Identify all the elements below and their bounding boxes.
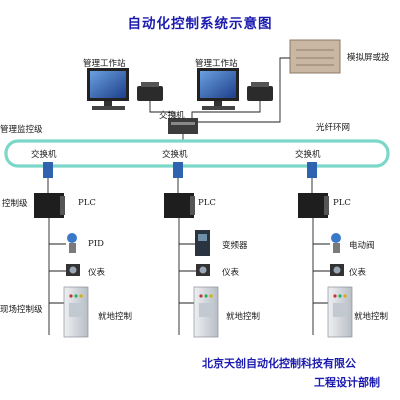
control-columns — [34, 162, 353, 338]
core-switch-icon — [168, 118, 198, 134]
page-title: 自动化控制系统示意图 — [127, 16, 273, 32]
plc-2-module — [190, 196, 195, 215]
meter-3-label: 仪表 — [349, 268, 367, 278]
cabinet-2-lamp-red — [199, 294, 203, 298]
electric-valve-body — [333, 243, 340, 253]
switch-3-label: 交换机 — [295, 150, 321, 160]
plc-3-label: PLC — [333, 198, 351, 208]
department-name: 工程设计部制 — [314, 376, 380, 389]
cabinet-3-lamp-red — [333, 294, 337, 298]
cabinet-2-lamp-green — [204, 294, 208, 298]
simulation-panel-icon — [289, 39, 341, 74]
pid-valve-icon — [67, 233, 77, 243]
fiber-ring — [4, 139, 390, 168]
switch-1-icon — [43, 162, 53, 178]
plc-3-module — [324, 196, 329, 215]
cabinet-1-lamp-yellow — [79, 294, 83, 298]
meter-3-dial — [333, 266, 341, 274]
fiber-ring-label: 光纤环网 — [316, 123, 351, 133]
switch-2-icon — [173, 162, 183, 178]
workstation-2-label: 管理工作站 — [195, 59, 238, 69]
switch-2-label: 交换机 — [162, 150, 188, 160]
cabinet-2-panel — [199, 303, 213, 317]
printer-2-icon — [247, 82, 273, 101]
switch-1-label: 交换机 — [31, 150, 57, 160]
meter-2-label: 仪表 — [222, 268, 240, 278]
company-name: 北京天创自动化控制科技有限公 — [202, 357, 356, 370]
control-level-label: 控制级 — [2, 199, 28, 209]
cabinet-1-lamp-red — [69, 294, 73, 298]
workstation-1-icon — [87, 68, 129, 110]
device-2-label: 变频器 — [222, 241, 248, 251]
simulation-panel-label: 模拟屏或投 — [347, 53, 390, 63]
cabinet-3-lamp-yellow — [343, 294, 347, 298]
field-level-label: 现场控制级 — [0, 305, 43, 315]
plc-2-icon — [164, 193, 194, 218]
printer-1-icon — [137, 82, 163, 101]
workstation-2-icon — [197, 68, 239, 110]
inverter-display — [198, 234, 207, 241]
plc-2-label: PLC — [198, 198, 216, 208]
monitoring-level-label: 管理监控级 — [0, 125, 43, 135]
plc-1-icon — [34, 193, 64, 218]
cabinet-3-panel — [333, 303, 347, 317]
management-links — [149, 57, 290, 123]
electric-valve-icon — [331, 233, 341, 243]
local-control-1-label: 就地控制 — [98, 312, 133, 322]
local-control-3-label: 就地控制 — [354, 312, 389, 322]
local-control-2-label: 就地控制 — [226, 312, 261, 322]
device-1-label: PID — [88, 239, 104, 249]
meter-1-label: 仪表 — [88, 268, 106, 278]
inverter-icon — [195, 230, 210, 256]
plc-1-module — [60, 196, 65, 215]
pid-valve-body — [69, 243, 76, 253]
meter-1-dial — [69, 266, 77, 274]
switch-3-icon — [307, 162, 317, 178]
workstation-1-label: 管理工作站 — [83, 59, 126, 69]
cabinet-3-lamp-green — [338, 294, 342, 298]
cabinet-1-panel — [69, 303, 83, 317]
meter-2-dial — [199, 266, 207, 274]
plc-3-icon — [298, 193, 328, 218]
plc-1-label: PLC — [78, 198, 96, 208]
device-3-label: 电动阀 — [349, 241, 375, 251]
cabinet-2-lamp-yellow — [209, 294, 213, 298]
core-switch-label: 交换机 — [159, 111, 185, 121]
cabinet-1-lamp-green — [74, 294, 78, 298]
